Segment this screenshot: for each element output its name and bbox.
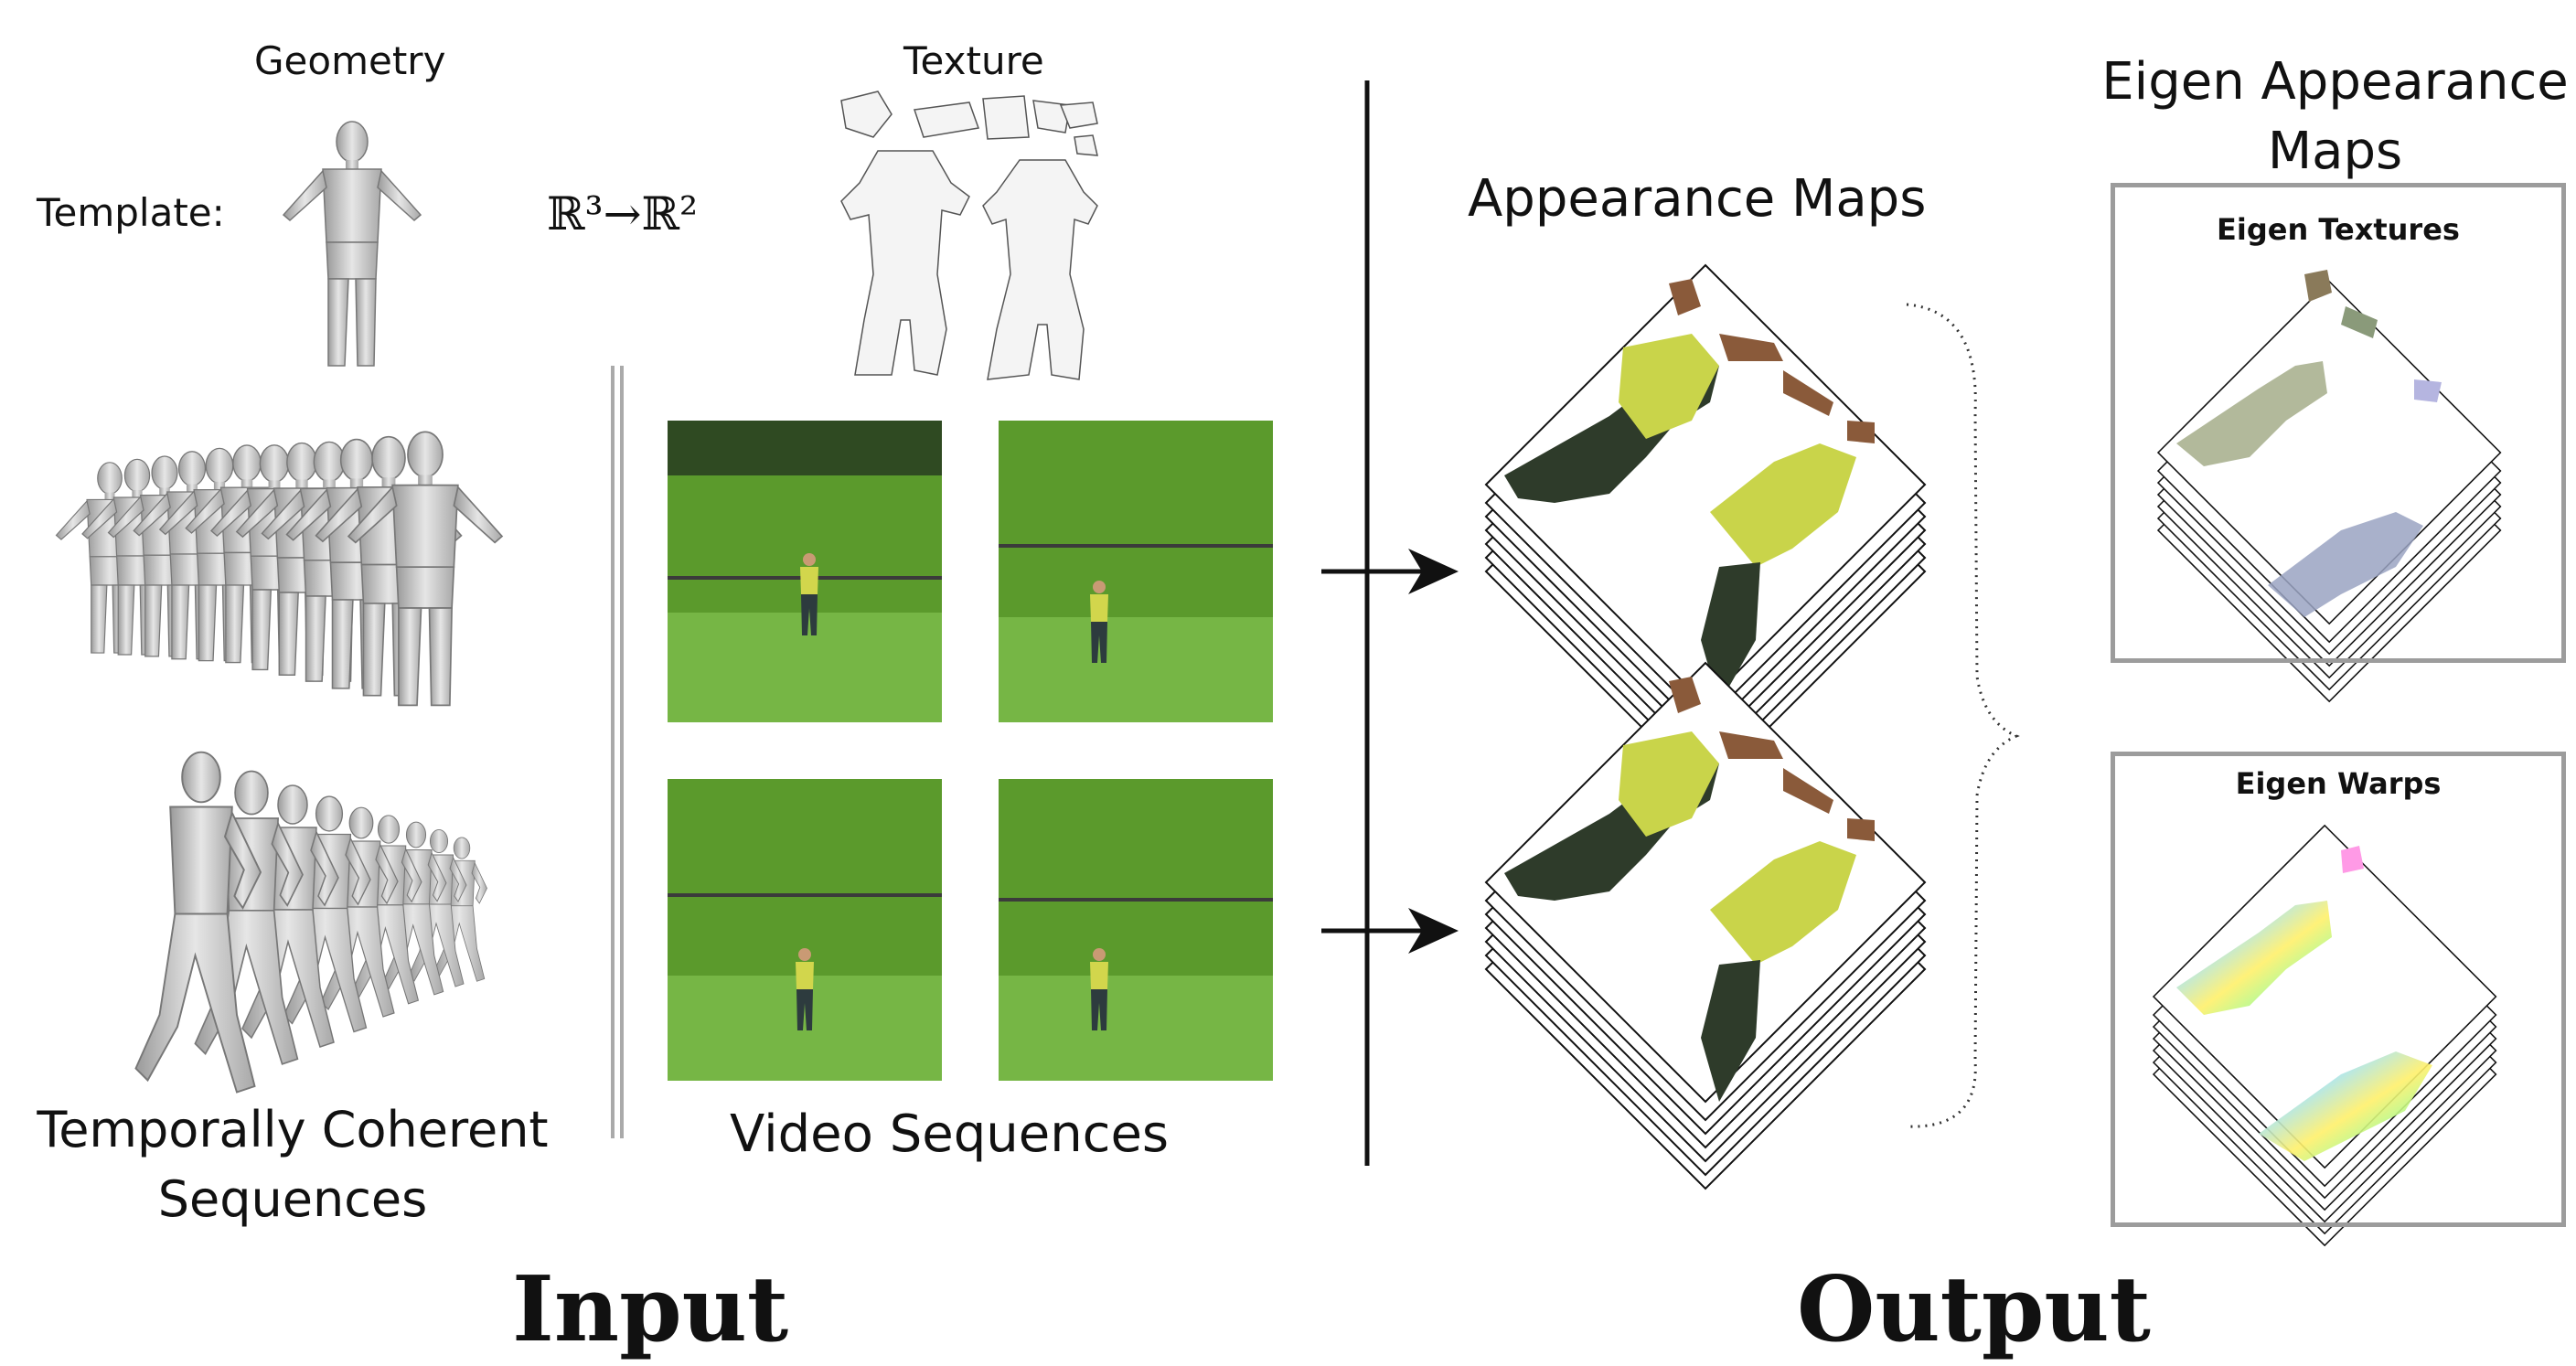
eigen-warps-stack — [2153, 825, 2497, 1246]
eigen-appearance-maps-label: Eigen Appearance Maps — [2094, 48, 2576, 187]
geometry-label: Geometry — [254, 38, 446, 83]
dotted-brace — [1906, 303, 2020, 1128]
eigen-label-line2: Maps — [2267, 122, 2403, 181]
video-frame-3 — [668, 779, 942, 1081]
eigen-textures-stack — [2157, 270, 2502, 702]
sequences-label-line2: Sequences — [157, 1170, 428, 1228]
sequences-label-line1: Temporally Coherent — [37, 1101, 549, 1158]
eigen-textures-box — [2111, 183, 2566, 663]
sequences-label: Temporally Coherent Sequences — [18, 1095, 567, 1234]
video-frame-1 — [668, 421, 942, 722]
mapping-label: ℝ³→ℝ² — [547, 187, 699, 240]
template-label: Template: — [37, 190, 225, 235]
appearance-map-stack-top — [1485, 264, 1926, 792]
eigen-warps-title: Eigen Warps — [2235, 766, 2442, 801]
video-frame-2 — [999, 421, 1273, 722]
video-frame-4 — [999, 779, 1273, 1081]
eigen-textures-title: Eigen Textures — [2217, 212, 2460, 247]
texture-label: Texture — [903, 38, 1044, 83]
texture-atlas — [840, 91, 1098, 380]
appearance-map-stack-bottom — [1485, 662, 1926, 1190]
output-title: Output — [1797, 1257, 2151, 1362]
eigen-warps-box — [2111, 752, 2566, 1227]
arrow-top — [1321, 549, 1459, 594]
mesh-sequence-running — [134, 751, 487, 1094]
appearance-maps-label: Appearance Maps — [1468, 169, 1927, 229]
video-sequences-label: Video Sequences — [730, 1105, 1170, 1164]
arrow-bottom — [1321, 908, 1459, 954]
template-mesh-figure — [283, 121, 422, 367]
eigen-label-line1: Eigen Appearance — [2101, 52, 2569, 112]
mesh-sequence-walking — [55, 431, 503, 707]
input-title: Input — [512, 1257, 789, 1362]
